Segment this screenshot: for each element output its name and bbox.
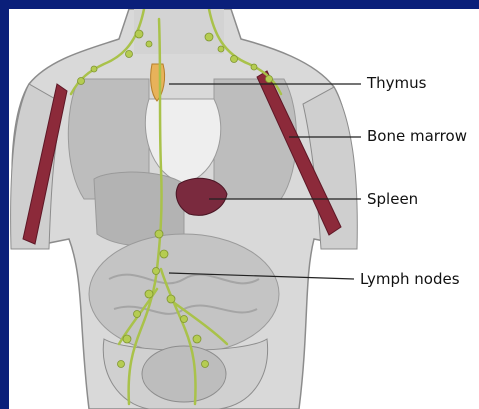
spleen-label: Spleen bbox=[367, 190, 418, 208]
lymphatic-system-diagram bbox=[9, 9, 479, 409]
thymus-label: Thymus bbox=[367, 74, 426, 92]
lymph-nodes-label: Lymph nodes bbox=[360, 270, 460, 288]
bone-marrow-label: Bone marrow bbox=[367, 127, 467, 145]
diagram-panel: Thymus Bone marrow Spleen Lymph nodes bbox=[9, 9, 479, 409]
